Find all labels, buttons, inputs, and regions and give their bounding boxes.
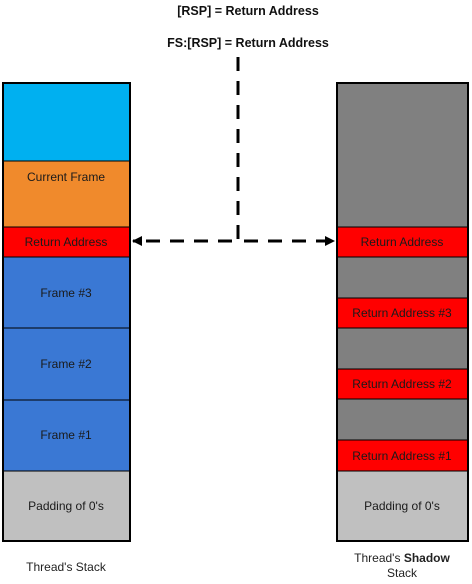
current-frame-block: [2, 160, 131, 228]
shadow-gap-2: [336, 327, 469, 370]
return-address-block: [2, 226, 131, 258]
return-address-label: Return Address: [25, 235, 108, 249]
frame1-block: [2, 399, 131, 472]
thread-stack-outline: [2, 82, 131, 542]
frame1-label: Frame #1: [40, 428, 92, 442]
header-rsp: [RSP] = Return Address: [177, 4, 319, 18]
shadow-gap-3: [336, 398, 469, 441]
free-space-block: [2, 82, 131, 162]
shadow-return-address3-label: Return Address #3: [352, 306, 452, 320]
thread-stack: Current Frame Return Address Frame #3 Fr…: [2, 82, 131, 542]
shadow-stack: Return Address Return Address #3 Return …: [336, 82, 469, 542]
shadow-return-address-label: Return Address: [361, 235, 444, 249]
shadow-stack-outline: [336, 82, 469, 542]
frame3-block: [2, 256, 131, 329]
shadow-caption-bold: Shadow: [404, 551, 451, 565]
shadow-return-address1-label: Return Address #1: [352, 449, 452, 463]
frame2-block: [2, 327, 131, 401]
shadow-padding-label: Padding of 0's: [364, 499, 440, 513]
shadow-padding-block: [336, 470, 469, 542]
header-fs-rsp: FS:[RSP] = Return Address: [167, 36, 329, 50]
frame2-label: Frame #2: [40, 357, 92, 371]
current-frame-label: Current Frame: [27, 170, 105, 184]
thread-stack-caption: Thread's Stack: [26, 560, 107, 574]
shadow-stack-caption: Thread's Shadow: [354, 551, 450, 565]
padding-label: Padding of 0's: [28, 499, 104, 513]
shadow-gap-1: [336, 256, 469, 299]
shadow-caption-prefix: Thread's: [354, 551, 404, 565]
shadow-return-address3-block: [336, 297, 469, 329]
frame3-label: Frame #3: [40, 286, 92, 300]
shadow-return-address2-label: Return Address #2: [352, 377, 452, 391]
shadow-stack-caption-line2: Stack: [387, 566, 418, 580]
shadow-return-address1-block: [336, 439, 469, 472]
padding-block: [2, 470, 131, 542]
